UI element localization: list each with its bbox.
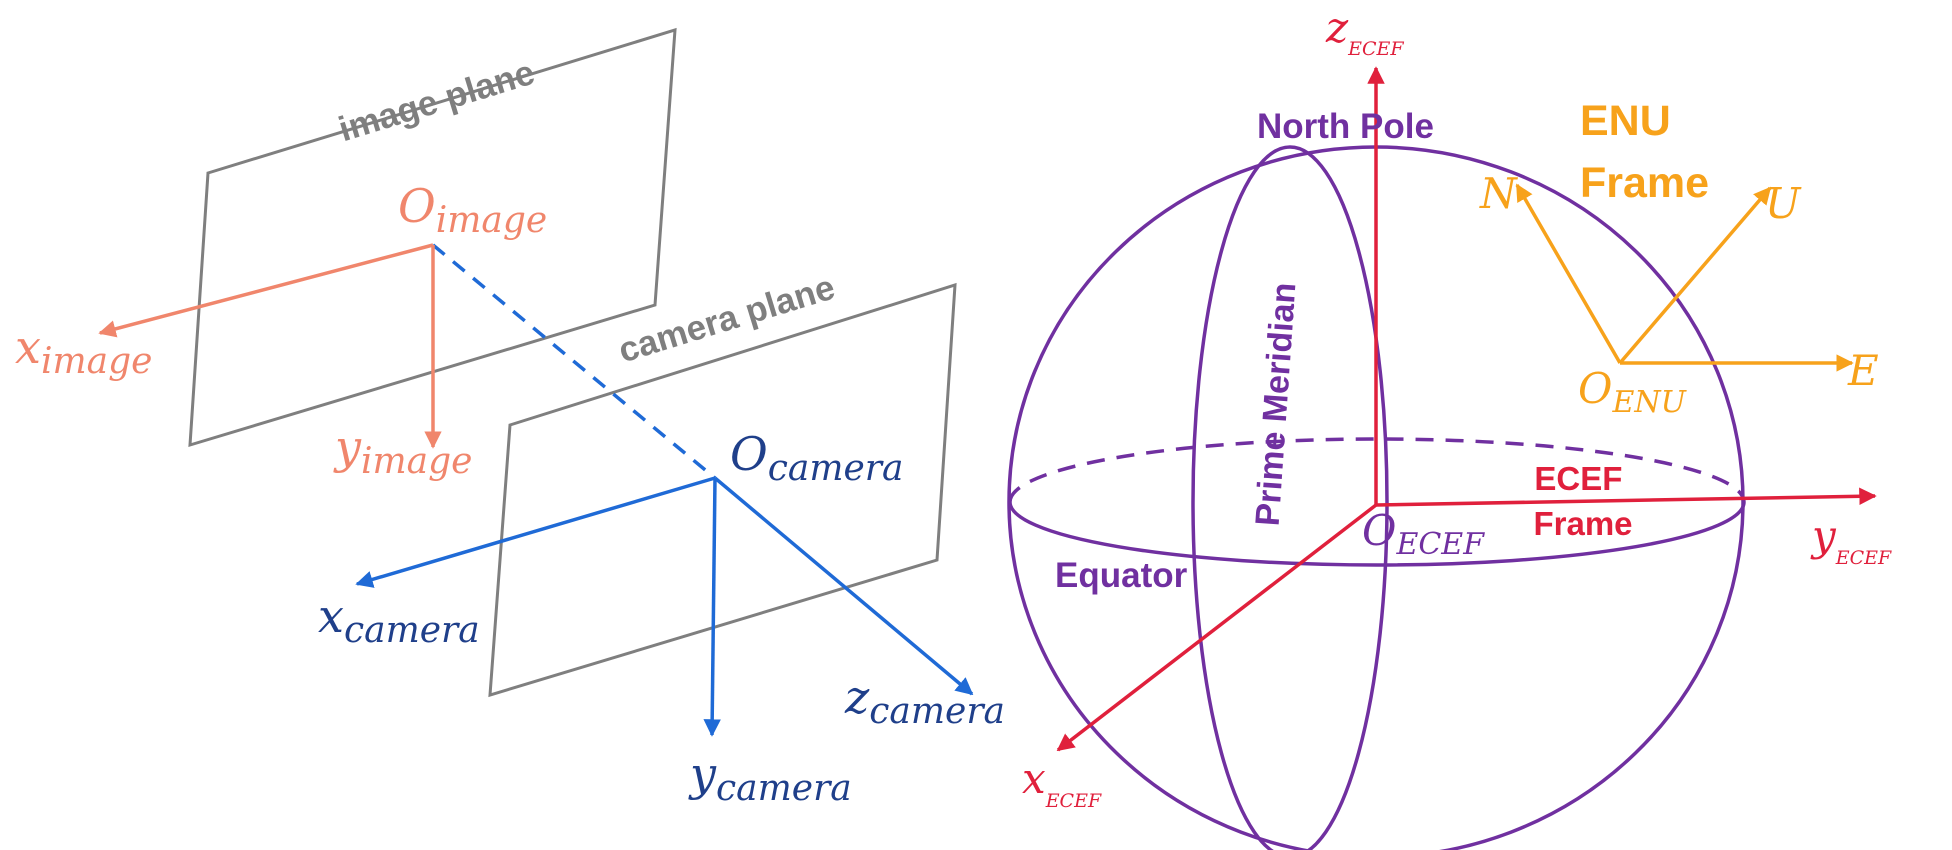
camera-y-axis: [703, 477, 721, 737]
prime-meridian: [1191, 145, 1389, 850]
ecef-origin-label: OECEF: [1362, 506, 1485, 562]
ecef-x-label: xECEF: [1022, 754, 1102, 812]
camera-x-label: xcamera: [318, 589, 480, 651]
enu-n-axis: [1515, 183, 1622, 364]
camera-x-axis: [355, 476, 716, 588]
camera-origin-label: Ocamera: [730, 427, 903, 489]
camera-z-label: zcamera: [844, 670, 1005, 732]
equator-front: [1008, 501, 1746, 567]
enu-e-label: E: [1847, 346, 1879, 395]
ecef-y-label: yECEF: [1810, 511, 1892, 569]
enu-n-label: N: [1479, 169, 1518, 218]
earth-frames-diagram: North Pole Prime Meridian Equator ECEF F…: [1007, 3, 1892, 850]
north-pole-label: North Pole: [1257, 107, 1434, 146]
enu-origin-label: OENU: [1578, 364, 1688, 420]
prime-meridian-label: Prime Meridian: [1249, 281, 1304, 527]
camera-plane: [488, 282, 957, 698]
ecef-y-axis: [1375, 487, 1877, 507]
ecef-z-label: zECEF: [1325, 3, 1404, 60]
equator-back: [1008, 437, 1746, 503]
camera-projection-diagram: image plane camera plane Oimage ximage y…: [15, 27, 1005, 809]
image-y-label: yimage: [333, 420, 472, 482]
camera-z-axis: [713, 476, 974, 696]
camera-plane-label: camera plane: [614, 268, 839, 371]
enu-u-label: U: [1765, 179, 1802, 228]
camera-y-label: ycamera: [688, 747, 852, 809]
image-origin-label: Oimage: [398, 179, 547, 241]
ecef-x-axis: [1056, 503, 1378, 752]
enu-frame-label: ENU Frame: [1580, 97, 1709, 207]
image-x-label: ximage: [15, 320, 152, 382]
optical-axis-line: [431, 243, 717, 480]
ecef-frame-label: ECEF Frame: [1533, 460, 1632, 542]
image-x-axis: [98, 243, 434, 338]
image-plane: [188, 27, 677, 448]
enu-u-axis: [1618, 186, 1772, 365]
equator-label: Equator: [1055, 556, 1188, 595]
image-plane-label: image plane: [334, 53, 539, 149]
